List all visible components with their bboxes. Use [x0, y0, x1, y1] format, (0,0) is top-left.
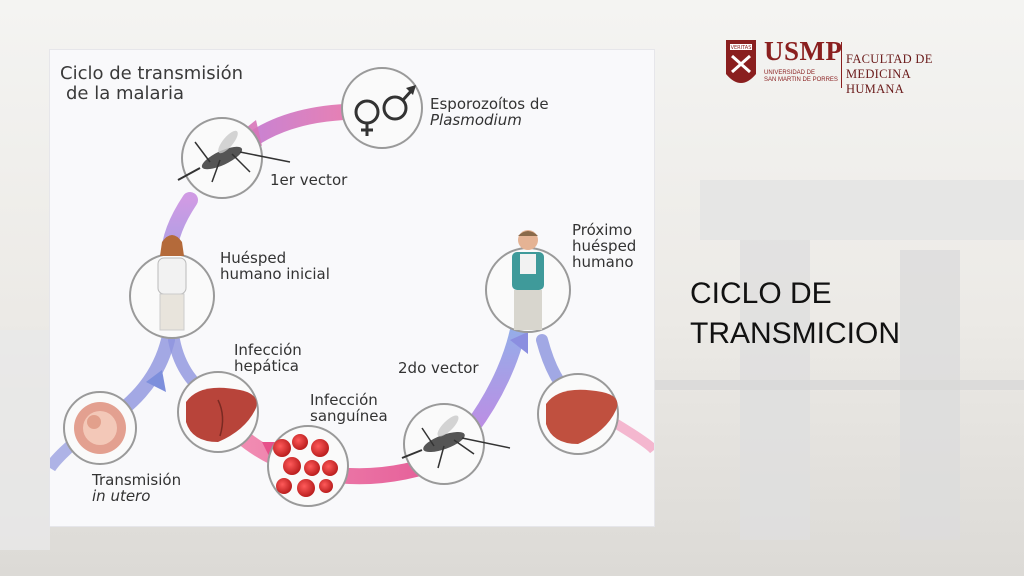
logo-faculty-line1: FACULTAD DE: [846, 52, 933, 66]
label-blood-line2: sanguínea: [310, 407, 388, 425]
circle-vector-1: [177, 117, 291, 199]
label-vector-2: 2do vector: [398, 359, 479, 377]
label-blood-line1: Infección: [310, 391, 378, 409]
label-hepatic-line2: hepática: [234, 357, 299, 375]
arrow-right-head: [510, 332, 528, 354]
label-in-utero-line1: Transmisión: [92, 471, 182, 489]
label-plasmodium: Plasmodium: [430, 111, 522, 129]
arrow-left-head: [146, 370, 166, 392]
label-hepatic-line1: Infección: [234, 341, 302, 359]
label-next-host-line1: Próximo: [572, 221, 633, 239]
label-hepatic: Infección hepática: [234, 342, 302, 374]
label-in-utero: Transmisión in utero: [92, 472, 181, 504]
label-host-initial: Huésped humano inicial: [220, 250, 330, 282]
logo-faculty: FACULTAD DE MEDICINA HUMANA: [846, 52, 964, 97]
circle-sporozoites: [341, 67, 423, 149]
circle-in-utero: [63, 391, 137, 465]
slide-title: CICLO DE TRANSMICION: [690, 274, 900, 354]
label-sporozoites-line2: Plasmodium: [430, 112, 549, 128]
circle-host-initial: [129, 235, 215, 339]
label-sporozoites: Esporozoítos de Plasmodium: [430, 96, 549, 128]
logo-divider: [841, 42, 842, 88]
label-next-host-line3: humano: [572, 253, 634, 271]
malaria-cycle-figure: Ciclo de transmisión de la malaria Espor…: [50, 50, 654, 526]
label-sporozoites-line1: Esporozoítos de: [430, 95, 549, 113]
label-blood: Infección sanguínea: [310, 392, 388, 424]
diagram-title: Ciclo de transmisión de la malaria: [60, 64, 243, 104]
circle-vector-2: [401, 403, 511, 485]
label-next-host-line2: huésped: [572, 237, 637, 255]
logo-university: UNIVERSIDAD DE SAN MARTIN DE PORRES: [764, 70, 844, 84]
university-seal-icon: VERITAS: [726, 40, 756, 83]
diagram-title-line2: de la malaria: [66, 83, 185, 104]
slide-title-line2: TRANSMICION: [690, 317, 900, 350]
circle-liver-right: [537, 373, 619, 455]
logo-university-line1: UNIVERSIDAD DE: [764, 70, 816, 76]
cycle-graphic: [50, 67, 654, 507]
label-host-initial-line2: humano inicial: [220, 265, 330, 283]
label-in-utero-line2: in utero: [92, 488, 181, 504]
slide-title-line1: CICLO DE: [690, 277, 832, 310]
logo-faculty-line2: MEDICINA HUMANA: [846, 67, 911, 96]
label-vector-1: 1er vector: [270, 171, 348, 189]
circle-hepatic: [177, 371, 259, 453]
logo-university-line2: SAN MARTIN DE PORRES: [764, 77, 838, 83]
seal-text: VERITAS: [731, 45, 752, 51]
diagram-title-line1: Ciclo de transmisión: [60, 63, 244, 84]
label-in-utero-italic: in utero: [92, 487, 151, 505]
usmp-logo: VERITAS USMP UNIVERSIDAD DE SAN MARTIN D…: [724, 34, 964, 96]
circle-blood: [267, 425, 349, 507]
circle-next-host: [485, 230, 571, 333]
logo-acronym: USMP: [764, 36, 843, 66]
label-host-initial-line1: Huésped: [220, 249, 287, 267]
label-next-host: Próximo huésped humano: [572, 222, 636, 270]
